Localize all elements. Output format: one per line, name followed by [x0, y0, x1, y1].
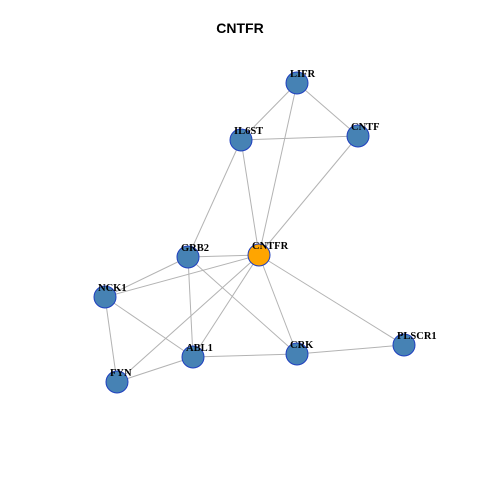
node-abl1[interactable] — [181, 345, 205, 369]
edge-abl1-crk — [192, 353, 298, 358]
node-label-grb2: GRB2 — [181, 243, 209, 254]
edge-crk-plscr1 — [296, 344, 405, 355]
node-label-nck1: NCK1 — [98, 283, 127, 294]
node-label-fyn: FYN — [110, 368, 132, 379]
edge-grb2-crk — [187, 256, 298, 355]
edge-nck1-fyn — [104, 296, 118, 383]
node-nck1[interactable] — [93, 285, 117, 309]
node-lifr[interactable] — [285, 71, 309, 95]
edge-cntfr-crk — [258, 254, 298, 355]
edge-nck1-abl1 — [104, 296, 194, 358]
edge-layer — [104, 82, 405, 383]
edge-lifr-cntf — [296, 82, 359, 137]
graph-title: CNTFR — [216, 20, 264, 36]
node-cntfr[interactable] — [247, 243, 271, 267]
edge-il6st-cntfr — [240, 139, 260, 256]
node-cntf[interactable] — [346, 124, 370, 148]
node-fyn[interactable] — [105, 370, 129, 394]
node-grb2[interactable] — [176, 245, 200, 269]
node-label-lifr: LIFR — [290, 69, 316, 80]
edge-cntfr-fyn — [116, 254, 260, 383]
node-label-crk: CRK — [290, 340, 314, 351]
node-label-abl1: ABL1 — [186, 343, 213, 354]
node-label-il6st: IL6ST — [234, 126, 263, 137]
edge-cntfr-nck1 — [104, 254, 260, 298]
edge-cntfr-plscr1 — [258, 254, 405, 346]
node-crk[interactable] — [285, 342, 309, 366]
edge-il6st-grb2 — [187, 139, 242, 258]
edge-grb2-nck1 — [104, 256, 189, 298]
edge-lifr-cntfr — [258, 82, 298, 256]
node-plscr1[interactable] — [392, 333, 416, 357]
edge-cntfr-abl1 — [192, 254, 260, 358]
node-label-cntfr: CNTFR — [252, 241, 289, 252]
node-il6st[interactable] — [229, 128, 253, 152]
edge-grb2-abl1 — [187, 256, 194, 358]
node-layer — [93, 71, 416, 394]
node-label-plscr1: PLSCR1 — [397, 331, 437, 342]
edge-cntf-cntfr — [258, 135, 359, 256]
edge-lifr-il6st — [240, 82, 298, 141]
node-label-cntf: CNTF — [351, 122, 380, 133]
edge-il6st-cntf — [240, 135, 359, 141]
edge-abl1-fyn — [116, 356, 194, 383]
edge-grb2-cntfr — [187, 254, 260, 258]
